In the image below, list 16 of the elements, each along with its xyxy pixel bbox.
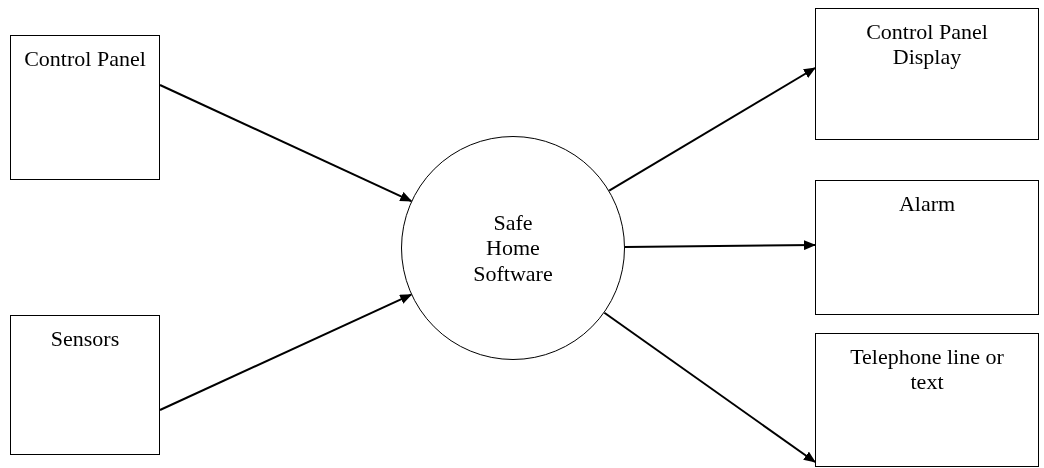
arrow [159,293,413,411]
entity-box [10,315,160,455]
entity-box [815,333,1039,467]
arrow [624,240,816,251]
arrow [608,67,816,192]
node-label: Telephone line or text [849,343,1005,395]
node-label: Alarm [897,190,957,217]
arrow [603,311,816,463]
arrow [159,84,413,203]
entity-box [815,180,1039,315]
node-label: Safe Home Software [472,210,554,286]
node-label: Sensors [49,325,121,352]
entity-box [10,35,160,180]
node-label: Control Panel Display [865,18,989,70]
node-label: Control Panel [23,45,147,72]
entity-box [815,8,1039,140]
